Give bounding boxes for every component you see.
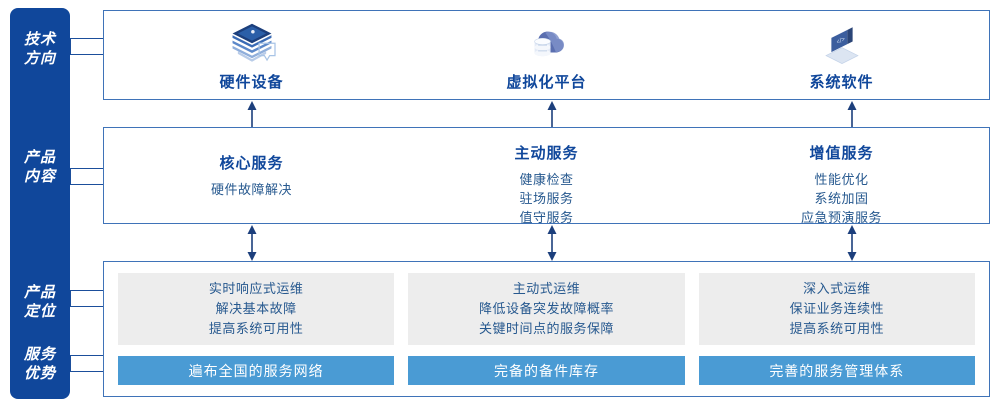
position-line: 主动式运维 bbox=[512, 281, 581, 296]
product-content-core[interactable]: 核心服务 硬件故障解决 bbox=[104, 128, 399, 223]
position-line: 保证业务连续性 bbox=[789, 301, 885, 316]
arrow-up-icon bbox=[847, 101, 857, 127]
tech-item-label: 硬件设备 bbox=[219, 74, 284, 91]
tech-item-label: 系统软件 bbox=[809, 74, 874, 91]
product-position-panel: 实时响应式运维 解决基本故障 提高系统可用性 遍布全国的服务网络 主动式运维 降… bbox=[103, 261, 990, 397]
bottom-column-1: 实时响应式运维 解决基本故障 提高系统可用性 遍布全国的服务网络 bbox=[118, 273, 395, 385]
laptop-code-icon: </> bbox=[824, 27, 859, 64]
server-stack-icon bbox=[232, 23, 276, 62]
tech-direction-panel: 硬件设备 虚拟化平台 bbox=[103, 10, 990, 100]
position-line: 降低设备突发故障概率 bbox=[478, 301, 614, 316]
connector-bracket-tech-direction bbox=[70, 38, 103, 55]
product-content-item: 性能优化 bbox=[814, 172, 869, 187]
advantage-bar-3[interactable]: 完善的服务管理体系 bbox=[698, 356, 975, 385]
advantage-bar-2[interactable]: 完备的备件库存 bbox=[408, 356, 685, 385]
tech-item-label: 虚拟化平台 bbox=[506, 74, 587, 91]
position-line: 关键时间点的服务保障 bbox=[478, 321, 614, 336]
product-content-item: 值守服务 bbox=[519, 210, 574, 225]
product-content-value-added[interactable]: 增值服务 性能优化 系统加固 应急预演服务 bbox=[694, 128, 989, 225]
product-content-row: 核心服务 硬件故障解决 主动服务 健康检查 驻场服务 值守服务 增值服务 性能优… bbox=[104, 128, 989, 225]
rail-label-service-advantage: 服务 优势 bbox=[23, 346, 56, 382]
position-box-1[interactable]: 实时响应式运维 解决基本故障 提高系统可用性 bbox=[118, 273, 395, 345]
connector-bracket-service-advantage bbox=[70, 355, 103, 372]
tech-item-virtualization[interactable]: 虚拟化平台 bbox=[399, 11, 694, 99]
position-line: 提高系统可用性 bbox=[789, 321, 885, 336]
position-line: 实时响应式运维 bbox=[208, 281, 304, 296]
position-box-2[interactable]: 主动式运维 降低设备突发故障概率 关键时间点的服务保障 bbox=[408, 273, 685, 345]
connector-bracket-product-position bbox=[70, 290, 103, 307]
svg-text:</>: </> bbox=[835, 35, 846, 45]
bottom-row: 实时响应式运维 解决基本故障 提高系统可用性 遍布全国的服务网络 主动式运维 降… bbox=[104, 262, 989, 396]
rail-label-tech-direction: 技术 方向 bbox=[23, 31, 56, 67]
arrow-bidirectional-icon bbox=[547, 225, 557, 261]
advantage-bar-1[interactable]: 遍布全国的服务网络 bbox=[118, 356, 395, 385]
tech-item-system-software[interactable]: </> 系统软件 bbox=[694, 11, 989, 99]
arrow-up-icon bbox=[247, 101, 257, 127]
product-content-item: 硬件故障解决 bbox=[210, 182, 292, 197]
product-content-item: 健康检查 bbox=[519, 172, 574, 187]
rail-label-product-content: 产品 内容 bbox=[23, 149, 56, 185]
rail-label-product-position: 产品 定位 bbox=[23, 284, 56, 320]
tech-direction-row: 硬件设备 虚拟化平台 bbox=[104, 11, 989, 99]
bottom-column-3: 深入式运维 保证业务连续性 提高系统可用性 完善的服务管理体系 bbox=[698, 273, 975, 385]
position-line: 解决基本故障 bbox=[215, 301, 297, 316]
arrow-bidirectional-icon bbox=[847, 225, 857, 261]
arrow-bidirectional-icon bbox=[247, 225, 257, 261]
tech-item-hardware[interactable]: 硬件设备 bbox=[104, 11, 399, 99]
product-content-title: 核心服务 bbox=[219, 155, 284, 172]
arrow-up-icon bbox=[547, 101, 557, 127]
product-content-item: 驻场服务 bbox=[519, 191, 574, 206]
product-content-item: 应急预演服务 bbox=[800, 210, 882, 225]
product-content-proactive[interactable]: 主动服务 健康检查 驻场服务 值守服务 bbox=[399, 128, 694, 225]
connector-bracket-product-content bbox=[70, 168, 103, 185]
position-box-3[interactable]: 深入式运维 保证业务连续性 提高系统可用性 bbox=[698, 273, 975, 345]
product-content-panel: 核心服务 硬件故障解决 主动服务 健康检查 驻场服务 值守服务 增值服务 性能优… bbox=[103, 127, 990, 225]
cloud-database-icon bbox=[533, 31, 564, 57]
product-content-item: 系统加固 bbox=[814, 191, 869, 206]
product-content-title: 主动服务 bbox=[514, 145, 579, 162]
position-line: 提高系统可用性 bbox=[208, 321, 304, 336]
category-rail: 技术 方向 产品 内容 产品 定位 服务 优势 bbox=[10, 8, 70, 399]
position-line: 深入式运维 bbox=[803, 281, 871, 296]
product-content-title: 增值服务 bbox=[809, 145, 874, 162]
bottom-column-2: 主动式运维 降低设备突发故障概率 关键时间点的服务保障 完备的备件库存 bbox=[408, 273, 685, 385]
